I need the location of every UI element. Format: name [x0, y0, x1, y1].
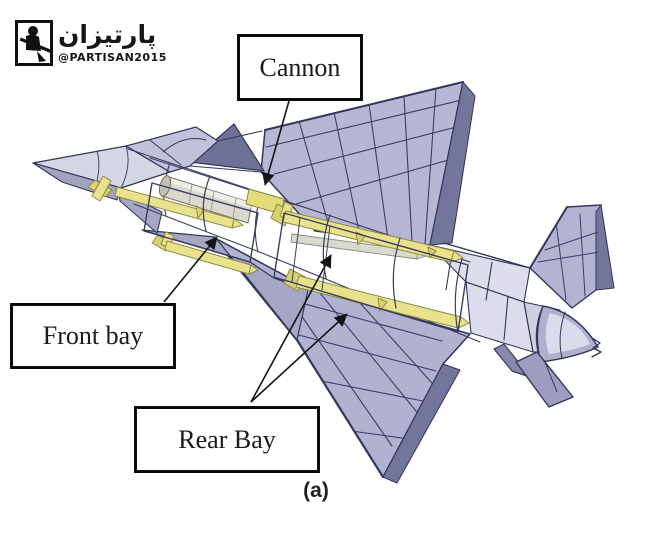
cannon-gun	[158, 175, 285, 224]
label-front-bay: Front bay	[10, 303, 176, 369]
label-front-bay-text: Front bay	[42, 321, 144, 350]
watermark-text: پارتیزان @PARTISAN2015	[58, 20, 167, 64]
arrow-cannon	[262, 100, 290, 186]
label-rear-bay-text: Rear Bay	[178, 424, 276, 454]
figure-caption: (a)	[303, 479, 329, 502]
watermark-logo: پارتیزان @PARTISAN2015	[15, 20, 167, 66]
rear-bay-outline	[273, 212, 469, 333]
watermark-handle: @PARTISAN2015	[58, 51, 167, 64]
label-cannon: Cannon	[237, 34, 363, 101]
left-wing	[260, 81, 476, 246]
ventral-fins	[493, 343, 574, 408]
front-bay-outline	[143, 182, 259, 263]
arrow-front-bay	[163, 236, 218, 303]
label-cannon-text: Cannon	[259, 52, 341, 82]
canopy	[125, 126, 219, 173]
arrow-rear-bay-2	[250, 313, 348, 403]
arrow-rear-bay-1	[250, 254, 332, 403]
weapon-bay-frames	[143, 175, 469, 334]
partisan-soldier-icon	[15, 20, 53, 66]
engine-nozzle	[535, 305, 602, 363]
right-tailplane	[529, 204, 615, 309]
label-rear-bay: Rear Bay	[134, 406, 320, 473]
watermark-brand-name: پارتیزان	[58, 20, 157, 49]
